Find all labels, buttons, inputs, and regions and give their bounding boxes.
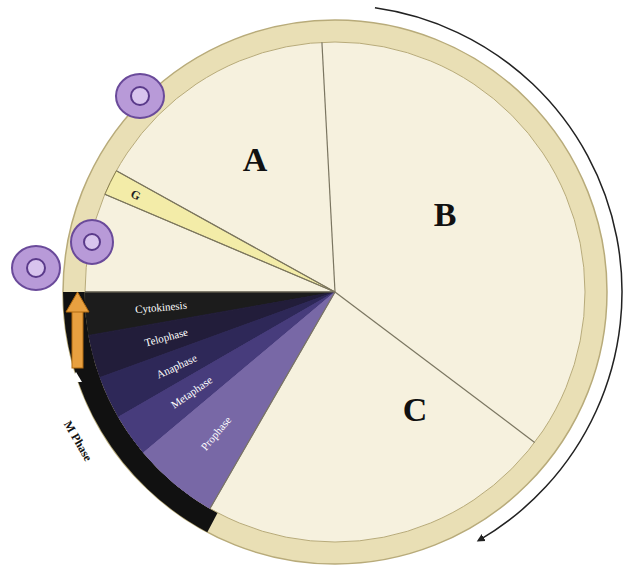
- sector-divider: [85, 291, 335, 292]
- cytokinesis-arrow-shaft: [72, 310, 83, 368]
- phase-letter: B: [434, 198, 457, 232]
- prophase-wedge: [143, 292, 335, 509]
- sector-divider: [105, 194, 335, 292]
- m-phase-marker: [70, 372, 82, 382]
- sector-divider: [210, 292, 335, 509]
- sector-divider: [116, 171, 335, 292]
- cell: [116, 74, 164, 118]
- cell: [71, 220, 113, 264]
- metaphase-wedge: [118, 292, 335, 453]
- phase-letter: A: [243, 143, 268, 177]
- inner-disk: [85, 42, 585, 542]
- cycle-direction-arrow: [375, 8, 622, 541]
- cytokinesis-arrow-head: [66, 292, 89, 312]
- cell: [12, 246, 60, 290]
- wheel-sectors: [63, 20, 607, 564]
- outer-ring: [63, 20, 607, 564]
- m-phase-label: M Phase: [61, 418, 94, 462]
- phase-letter: C: [403, 393, 428, 427]
- sector-divider: [335, 292, 535, 442]
- g-wedge: [105, 171, 335, 292]
- sector-divider: [322, 42, 335, 292]
